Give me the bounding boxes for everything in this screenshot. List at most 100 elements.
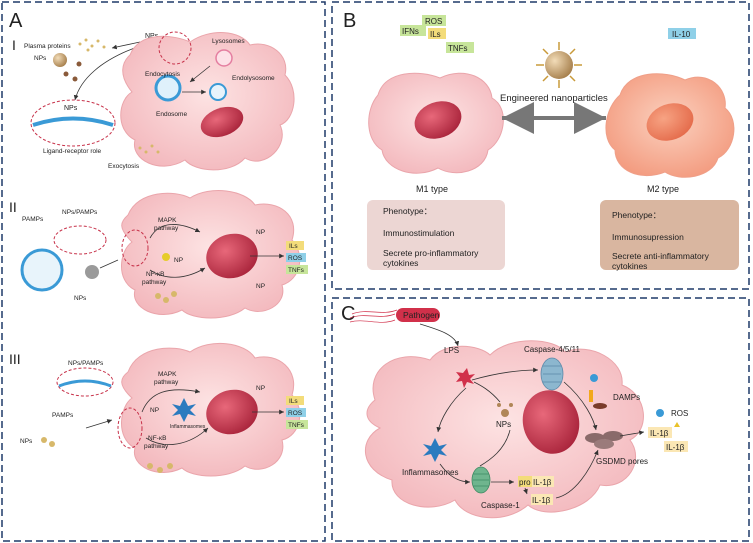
gsdmd-pores-icon (585, 431, 623, 449)
nucleus-ii (206, 233, 258, 279)
ligand-bubble (30, 99, 116, 147)
m1-box-line2: Immunostimulation (383, 228, 455, 238)
lysosomes-label: Lysosomes (212, 38, 245, 45)
tag-tnfs-b (446, 42, 474, 53)
arrow-label: Engineered nanoparticles (500, 93, 608, 104)
m1-nucleus (414, 101, 462, 139)
tag-ils-ii-text: ILs (289, 243, 298, 250)
section-i-numeral: I (12, 37, 16, 53)
tag-ros-iii-text: ROS (288, 410, 303, 417)
m2-nucleus (646, 103, 694, 141)
il1b-pro-label: IL-1β (533, 478, 552, 487)
membrane (32, 116, 114, 127)
pro-tag (518, 476, 532, 487)
nps-label-iii: NPs (20, 438, 33, 445)
mapk-label-iii-2: pathway (154, 379, 179, 386)
m1-phenotype-box (367, 200, 505, 270)
tag-ros-ii-text: ROS (288, 255, 303, 262)
il1b-pro-tag (532, 476, 554, 487)
nfkb-label-iii-2: pathway (144, 443, 169, 450)
pathogen-icon (349, 308, 440, 323)
m2-box-line3: Secrete anti-inflammatory (612, 251, 710, 261)
section-iii-numeral: III (9, 351, 21, 367)
mapk-label-ii-2: pathway (154, 225, 179, 232)
tag-ils-ii (286, 241, 304, 250)
il1b-out2-label: IL-1β (666, 443, 685, 452)
np-inner-label-ii: NP (174, 257, 183, 264)
tag-ifns-b-text: IFNs (402, 27, 419, 36)
endolysosome (209, 83, 227, 101)
tag-ros-ii (286, 253, 306, 262)
tag-il10-b-text: IL-10 (672, 30, 691, 39)
np-right-label-iii: NP (256, 385, 265, 392)
tag-il10-b (668, 28, 696, 39)
nfkb-label-ii-2: pathway (142, 279, 167, 286)
il1b-out2-tag (664, 441, 688, 452)
section-ii-numeral: II (9, 199, 17, 215)
macrophage-cell-i (120, 32, 295, 171)
tag-tnfs-iii-text: TNFs (288, 422, 305, 429)
tag-ros-iii (286, 408, 306, 417)
np-sphere (53, 53, 67, 67)
nps-icon-c (497, 403, 513, 417)
mapk-label-iii-1: MAPK (158, 371, 177, 378)
m1-box-line1: Phenotype： (383, 206, 432, 216)
pathogen-label: Pathogen (403, 310, 440, 320)
nfkb-label-ii-1: NF-κB (146, 271, 164, 278)
np-top-label-ii: NP (256, 229, 265, 236)
tag-ils-b (428, 28, 446, 39)
np-yellow-ii (162, 253, 170, 261)
pamps-label-iii: PAMPs (52, 412, 74, 419)
endolysosome-label: Endolysosome (232, 75, 275, 82)
nps-label-c: NPs (496, 420, 511, 429)
nps-bubble-label: NPs (64, 105, 78, 112)
caspase-4511-icon (540, 357, 564, 391)
nucleus-i (200, 106, 244, 138)
lysosome (215, 49, 233, 67)
tag-tnfs-b-text: TNFs (448, 44, 468, 53)
gsdmd-pores-label: GSDMD pores (596, 457, 648, 466)
m2-phenotype-box (600, 200, 739, 270)
endocytosis-label: Endocytosis (145, 71, 181, 78)
caspase-1-icon (471, 466, 491, 494)
panel-a-letter: A (9, 10, 23, 32)
il1b-out1-tag (648, 427, 672, 438)
il1b-mature-tag (531, 494, 553, 505)
ligand-receptor-label: Ligand-receptor role (43, 148, 102, 155)
nucleus-iii (206, 389, 258, 435)
nucleus-c (522, 390, 580, 454)
inflammasome-star-c (423, 438, 447, 462)
il1b-out1-label: IL-1β (650, 429, 669, 438)
m2-box-line4: cytokines (612, 261, 647, 271)
np-bottom-label-ii: NP (256, 283, 265, 290)
tag-ros-b-text: ROS (425, 17, 442, 26)
panel-b-letter: B (343, 10, 356, 32)
lps-label: LPS (444, 346, 459, 355)
nps-pamps-label-ii: NPs/PAMPs (62, 209, 98, 216)
tag-ros-b (422, 15, 446, 26)
nps-pamps-bubble-ii (53, 225, 107, 255)
m1-label: M1 type (416, 184, 448, 194)
plasma-protein-dots (78, 38, 106, 52)
m1-box-line3: Secrete pro-inflammatory (383, 248, 479, 258)
mapk-label-ii-1: MAPK (158, 217, 177, 224)
caspase-4511-label: Caspase-4/5/11 (524, 345, 580, 354)
nps-left-label: NPs (34, 55, 47, 62)
m2-label: M2 type (647, 184, 679, 194)
tag-ils-iii-text: ILs (289, 398, 298, 405)
damps-icons (589, 374, 607, 409)
panel-c-letter: C (341, 303, 355, 325)
nfkb-label-iii-1: NF-κB (148, 435, 166, 442)
pamps-label-ii: PAMPs (22, 216, 44, 223)
nps-label-ii: NPs (74, 295, 87, 302)
il1b-mature-label: IL-1β (532, 496, 551, 505)
tag-tnfs-ii (286, 265, 308, 274)
inflammasome-star-iii (172, 398, 196, 422)
tag-ils-iii (286, 396, 304, 405)
endosome-label: Endosome (156, 111, 187, 118)
endosome (154, 74, 182, 102)
ros-label: ROS (671, 409, 688, 418)
nps-pamps-label-iii: NPs/PAMPs (68, 360, 104, 367)
np-inner-label-iii: NP (150, 407, 159, 414)
